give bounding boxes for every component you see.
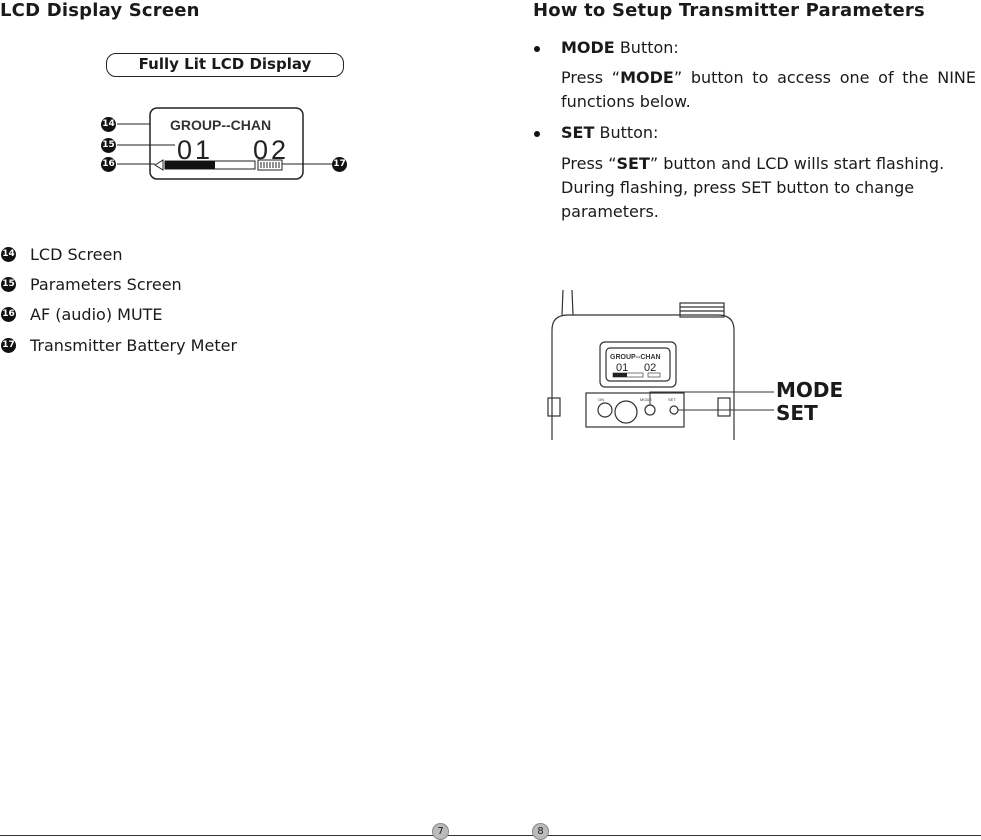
mode-button-callout: MODE [776, 378, 844, 402]
callout-16-badge: 16 [101, 157, 116, 172]
device-lcd-group: 01 [616, 362, 628, 374]
set-bullet [534, 131, 540, 137]
legend-14-badge: 14 [1, 247, 16, 262]
left-page-title: LCD Display Screen [0, 0, 200, 21]
set-heading: SET Button: [561, 123, 659, 142]
callout-15-badge: 15 [101, 138, 116, 153]
callout-17-badge: 17 [332, 157, 347, 172]
set-button-callout: SET [776, 401, 818, 425]
antenna [561, 289, 564, 316]
transmitter-body [551, 314, 735, 440]
battery-meter-icon [257, 159, 283, 171]
page-number-right: 8 [532, 823, 549, 840]
legend-17-label: Transmitter Battery Meter [30, 336, 238, 355]
footer-rule [0, 835, 981, 836]
device-btn-on-label: ON [598, 397, 604, 402]
fully-lit-lcd-label: Fully Lit LCD Display [106, 53, 344, 77]
mode-bullet [534, 46, 540, 52]
lcd-group-text: 01 [177, 135, 213, 165]
device-btn-set-label: SET [668, 397, 676, 402]
device-btn-mode-label: MODE [640, 397, 652, 402]
lcd-header-text: GROUP--CHAN [170, 117, 271, 133]
transmitter-illustration: GROUP--CHAN 01 02 ON MODE SET [547, 289, 774, 440]
mode-heading: MODE Button: [561, 38, 679, 57]
lcd-diagram: GROUP--CHAN 01 02 [117, 107, 332, 180]
right-page-title: How to Setup Transmitter Parameters [533, 0, 925, 21]
mode-description: Press “MODE” button to access one of the… [561, 68, 977, 111]
callout-14-badge: 14 [101, 117, 116, 132]
device-lcd-header: GROUP--CHAN [610, 354, 661, 361]
legend-16-badge: 16 [1, 307, 16, 322]
audio-level-fill [165, 161, 215, 169]
set-description: Press “SET” button and LCD wills start f… [561, 154, 945, 221]
legend-15-badge: 15 [1, 277, 16, 292]
legend-15-label: Parameters Screen [30, 275, 182, 294]
device-lcd-chan: 02 [644, 362, 656, 374]
page-number-left: 7 [432, 823, 449, 840]
mute-speaker-icon [154, 159, 164, 171]
legend-17-badge: 17 [1, 338, 16, 353]
legend-16-label: AF (audio) MUTE [30, 305, 163, 324]
legend-14-label: LCD Screen [30, 245, 123, 264]
lcd-screen-outline [149, 107, 304, 180]
